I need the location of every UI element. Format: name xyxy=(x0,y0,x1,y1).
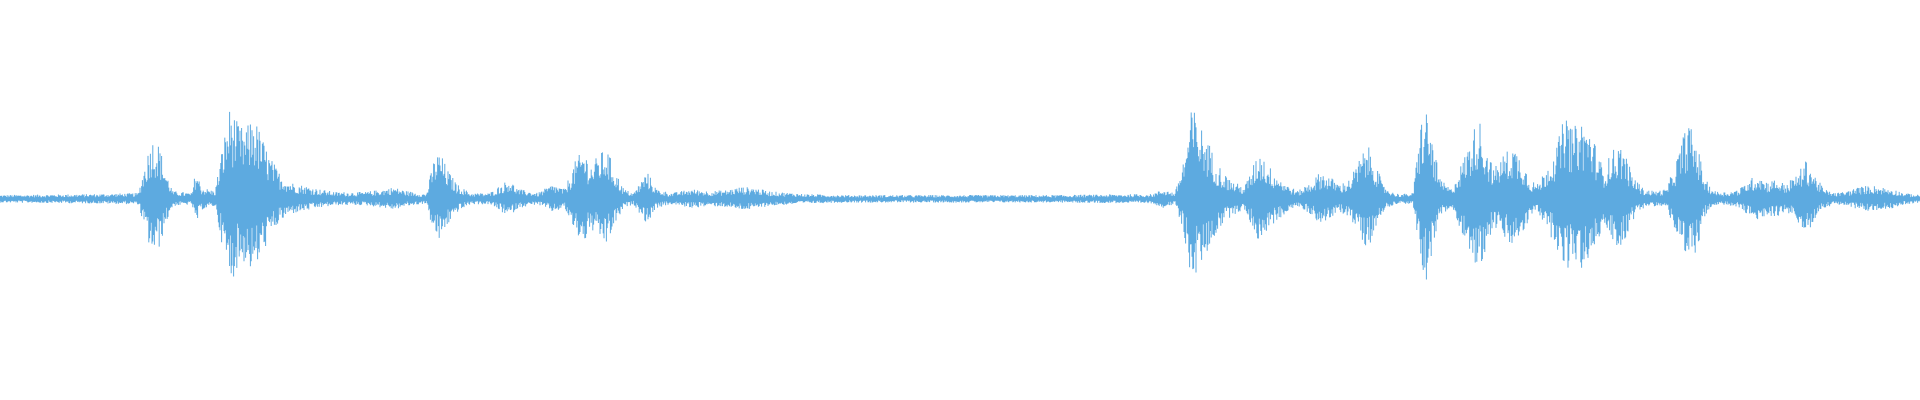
waveform-trace xyxy=(0,111,1920,280)
